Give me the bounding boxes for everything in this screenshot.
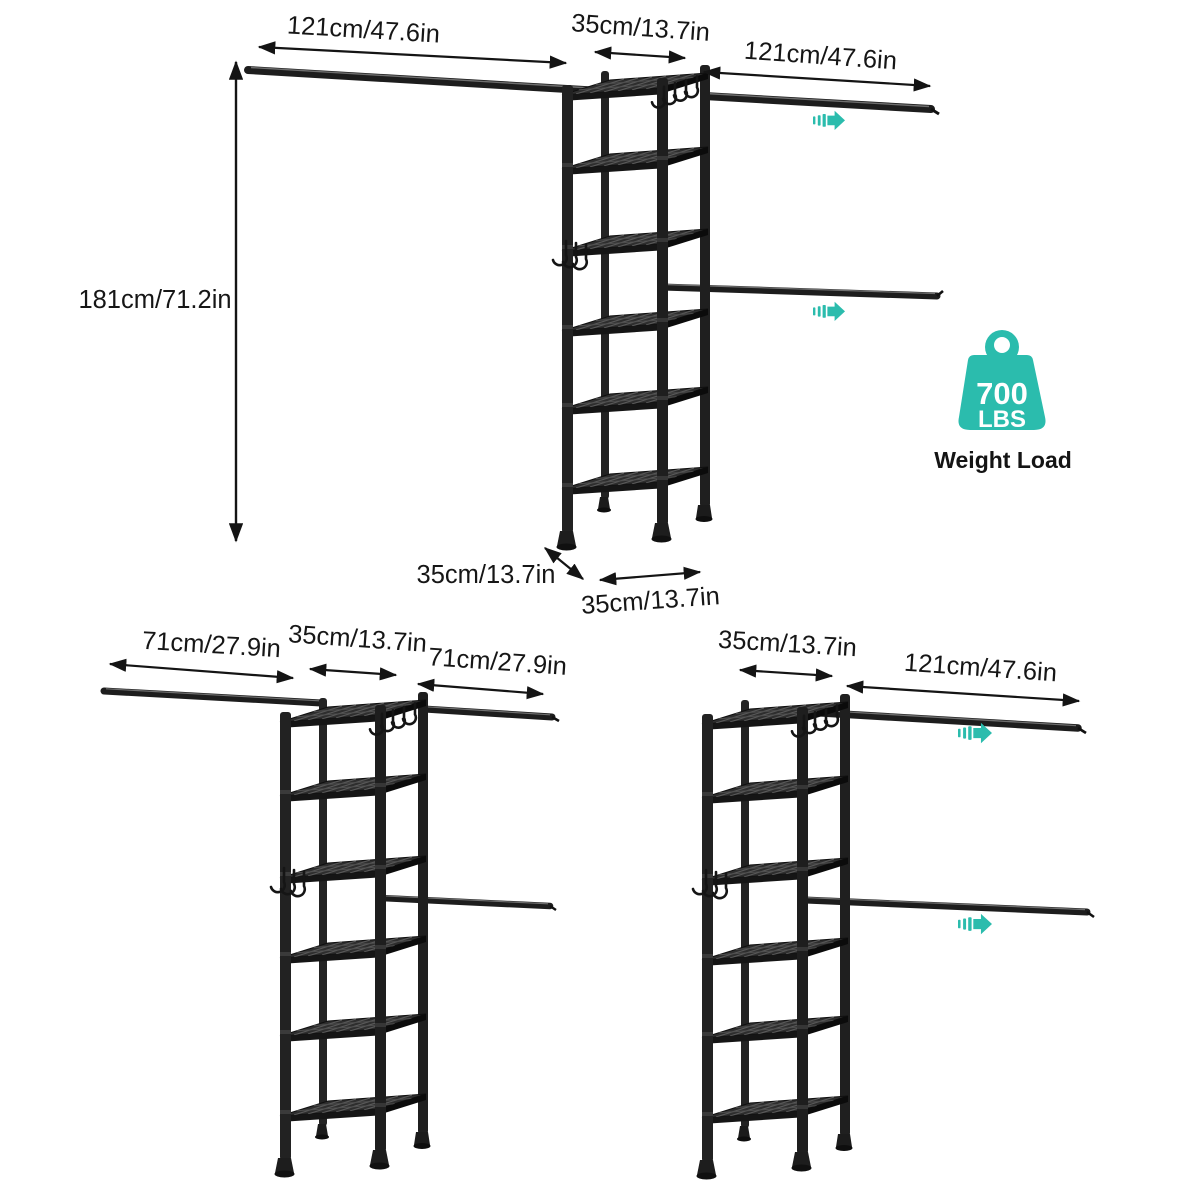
dim-arrow-top-width <box>308 663 398 681</box>
hang-rod-top-left <box>244 66 605 95</box>
weight-caption: Weight Load <box>934 447 1072 473</box>
dim-arrow-depth <box>543 547 585 580</box>
dim-arrow-rod-right <box>416 678 545 700</box>
extend-arrow-icon <box>813 301 845 321</box>
hang-rod-top-right <box>802 708 1087 735</box>
hang-rod-top-right <box>700 92 940 116</box>
rack-tower <box>693 694 853 1180</box>
dim-label-rod-right: 71cm/27.9in <box>427 643 568 681</box>
rack-tower <box>271 692 431 1178</box>
extend-arrow-icon <box>813 110 845 130</box>
dim-arrow-rod-left <box>257 41 568 69</box>
dim-arrow-rod-right <box>702 66 932 92</box>
left-rack-diagram: 71cm/27.9in 35cm/13.7in 71cm/27.9in <box>100 620 568 1178</box>
dim-label-rod-left: 71cm/27.9in <box>141 627 281 663</box>
dim-label-bottom-width: 35cm/13.7in <box>580 582 721 620</box>
hang-rod-top-right <box>420 705 560 723</box>
hang-rod-middle-right <box>376 894 557 911</box>
dim-arrow-rod-left <box>108 658 295 684</box>
weight-value: 700 <box>976 376 1028 411</box>
dim-label-top-width: 35cm/13.7in <box>717 626 857 662</box>
main-rack-diagram: 121cm/47.6in 35cm/13.7in 121cm/47.6in 18… <box>78 9 944 620</box>
hang-rod-middle-right <box>801 896 1095 919</box>
dim-arrow-bottom-width <box>598 566 702 586</box>
weight-unit: LBS <box>978 406 1026 433</box>
dim-label-rod-right: 121cm/47.6in <box>903 649 1058 688</box>
dim-arrow-top-width <box>593 46 687 64</box>
weight-load-badge: 700 LBS Weight Load <box>934 330 1072 473</box>
dim-label-height: 181cm/71.2in <box>78 286 231 314</box>
dim-label-top-width: 35cm/13.7in <box>287 620 428 658</box>
right-rack-diagram: 35cm/13.7in 121cm/47.6in <box>693 626 1095 1180</box>
dim-label-rod-left: 121cm/47.6in <box>286 11 441 48</box>
rack-tower <box>553 65 713 551</box>
dim-arrow-rod-right <box>845 680 1081 707</box>
dim-label-top-width: 35cm/13.7in <box>570 9 711 47</box>
dim-label-rod-right: 121cm/47.6in <box>743 37 898 76</box>
extend-arrow-icon <box>958 913 992 935</box>
dim-arrow-top-width <box>738 664 834 682</box>
dim-label-depth: 35cm/13.7in <box>417 561 556 589</box>
weight-icon-body <box>958 355 1046 430</box>
hang-rod-top-left <box>100 687 325 707</box>
